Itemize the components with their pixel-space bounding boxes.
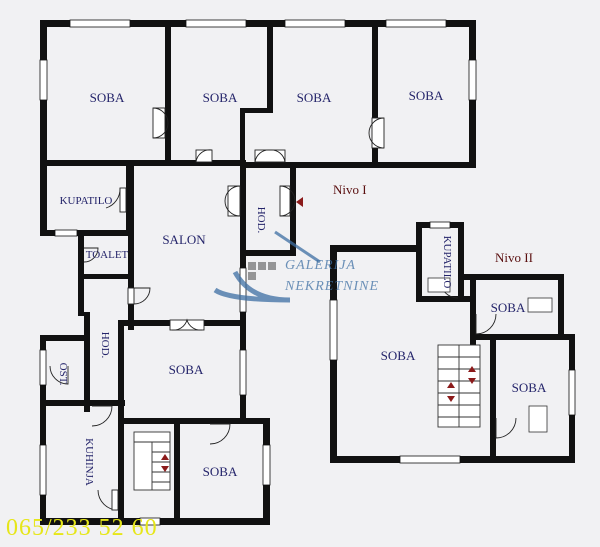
room-label: SOBA: [381, 348, 416, 363]
sink-fixture: [427, 277, 451, 293]
level-1-label: Nivo I: [333, 182, 367, 197]
bathtub-fixture: [527, 297, 553, 313]
room-label: SOBA: [409, 88, 444, 103]
level-2-label: Nivo II: [495, 250, 533, 265]
room-label: HOD.: [99, 332, 111, 359]
room-label: TOALET: [86, 249, 129, 261]
room-label: SOBA: [297, 90, 332, 105]
shower-fixture: [528, 405, 548, 433]
room-label: SOBA: [169, 362, 204, 377]
room-label: SOBA: [203, 90, 238, 105]
galerija-nekretnine-logo: [213, 230, 321, 303]
room-labels: SOBA SOBA SOBA SOBA KUPATILO TOALET SALO…: [57, 88, 547, 486]
watermark-line-2: NEKRETNINE: [284, 279, 379, 294]
room-label: SALON: [162, 232, 206, 247]
watermark-line-1: GALERIJA: [285, 258, 356, 273]
doors: [49, 107, 517, 511]
staircase-level-2: [437, 344, 481, 428]
contact-phone: 065/233 52 60: [6, 515, 158, 541]
stair-arrow-down: [161, 466, 169, 472]
room-label: SOBA: [512, 380, 547, 395]
room-label: KUPATILO: [60, 195, 113, 207]
room-label: OST.: [57, 363, 69, 386]
room-label: KUPATILO: [441, 236, 453, 289]
staircase-level-1: [133, 431, 171, 491]
room-label: SOBA: [491, 300, 526, 315]
room-label: SOBA: [90, 90, 125, 105]
room-label: KUHINJA: [83, 438, 95, 486]
windows: [39, 19, 576, 526]
stair-arrow-up: [161, 454, 169, 460]
room-label: HOD.: [255, 207, 267, 234]
entry-marker: [296, 197, 303, 207]
room-label: SOBA: [203, 464, 238, 479]
